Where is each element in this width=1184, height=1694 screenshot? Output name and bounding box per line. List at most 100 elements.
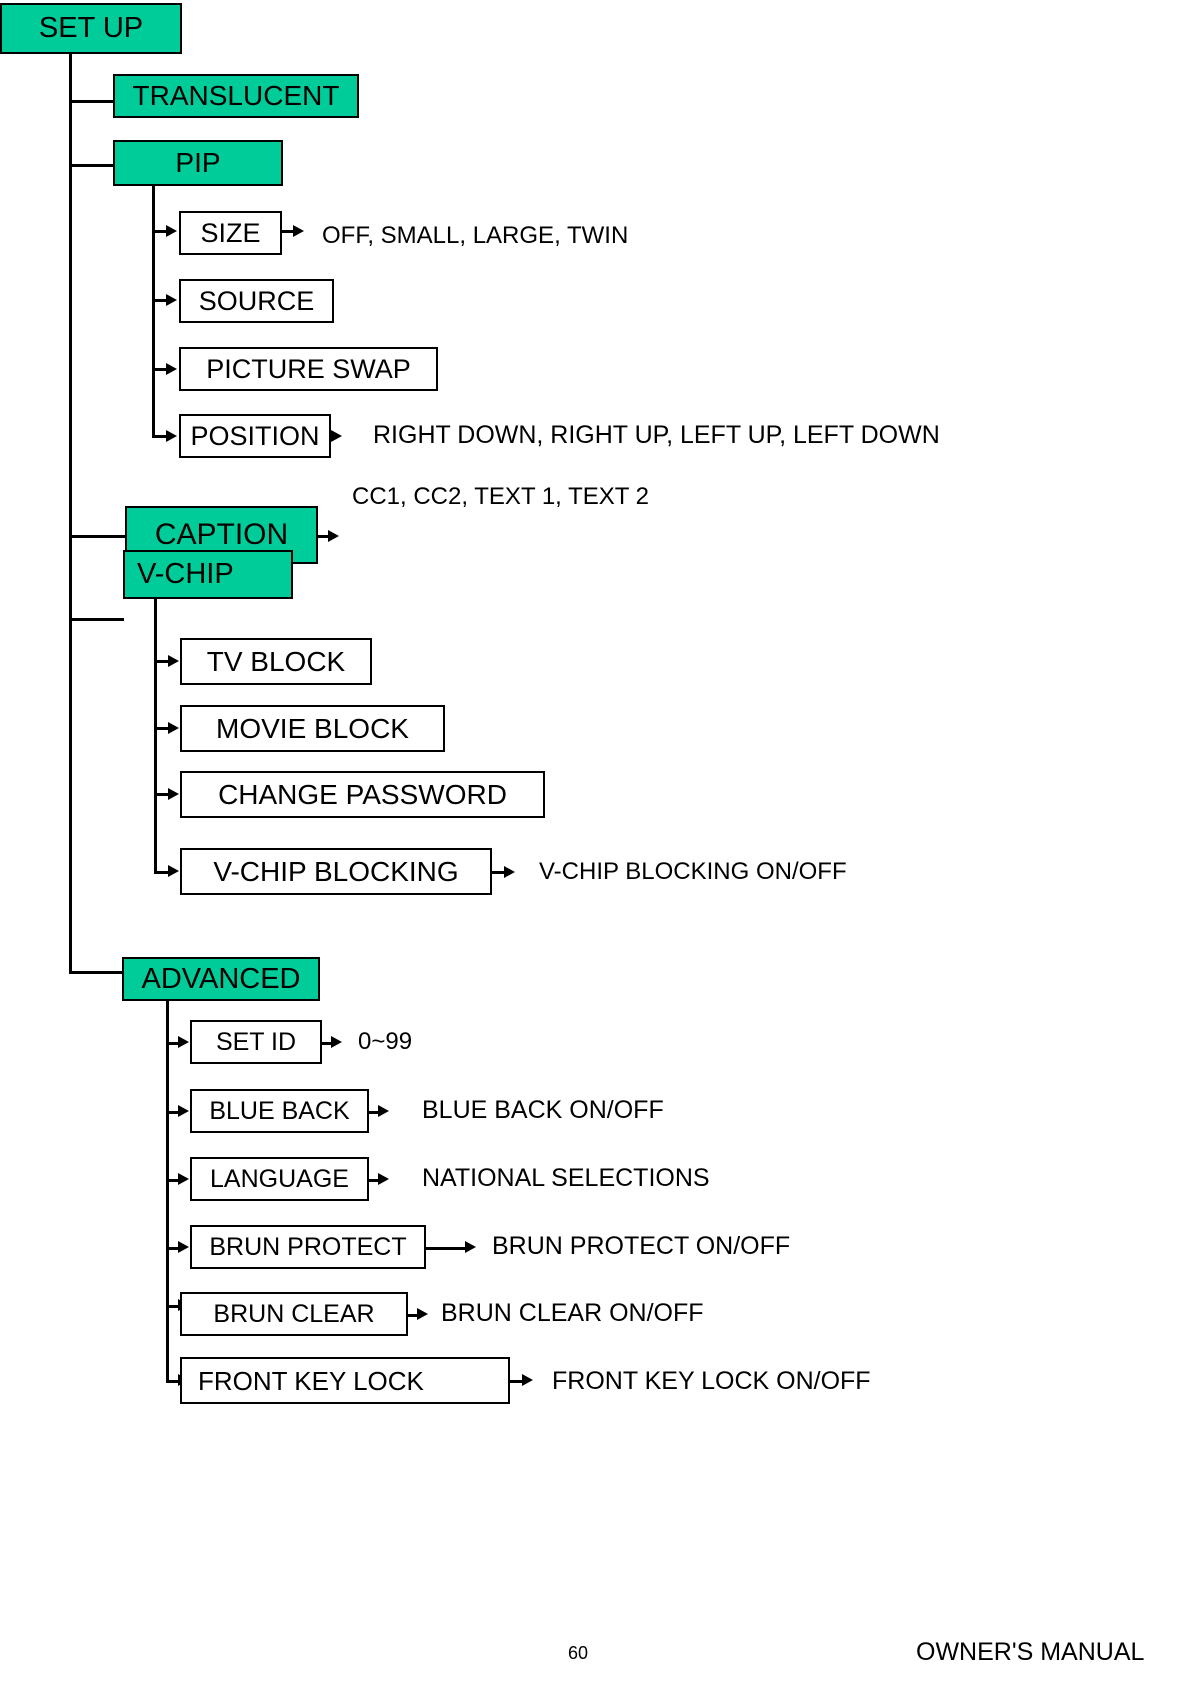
arrow-icon-caption-options bbox=[328, 530, 339, 542]
arrow-icon-vchip-blocking bbox=[168, 865, 179, 877]
node-advanced-set-id-label: SET ID bbox=[215, 1027, 297, 1056]
advanced-connector-brun-clear bbox=[166, 1305, 181, 1308]
pip-connector-position bbox=[152, 435, 169, 438]
page-number: 60 bbox=[568, 1643, 589, 1663]
node-set-up[interactable]: SET UP bbox=[0, 3, 182, 54]
arrow-icon-advanced-front-key-lock-options bbox=[522, 1374, 533, 1386]
node-vchip-movie-block[interactable]: MOVIE BLOCK bbox=[180, 705, 445, 752]
vchip-connector-movie-block bbox=[154, 727, 171, 730]
node-vchip-label: V-CHIP bbox=[137, 558, 234, 590]
pip-connector-source bbox=[152, 299, 169, 302]
arrow-icon-advanced-language bbox=[178, 1173, 189, 1185]
arrow-icon-advanced-brun-protect-options bbox=[465, 1241, 476, 1253]
advanced-brun-protect-option-connector bbox=[426, 1247, 468, 1250]
node-vchip-blocking[interactable]: V-CHIP BLOCKING bbox=[180, 848, 492, 895]
node-advanced-brun-clear-label: BRUN CLEAR bbox=[213, 1299, 375, 1328]
advanced-blue-back-option-connector bbox=[369, 1111, 381, 1114]
options-advanced-blue-back: BLUE BACK ON/OFF bbox=[422, 1096, 664, 1124]
node-advanced[interactable]: ADVANCED bbox=[122, 957, 320, 1001]
node-advanced-brun-clear[interactable]: BRUN CLEAR bbox=[180, 1292, 408, 1336]
options-pip-position: RIGHT DOWN, RIGHT UP, LEFT UP, LEFT DOWN bbox=[373, 421, 940, 449]
trunk-branch-caption bbox=[69, 535, 126, 538]
advanced-language-option-connector bbox=[369, 1179, 381, 1182]
advanced-connector-blue-back bbox=[166, 1111, 181, 1114]
vchip-connector-change-password bbox=[154, 793, 171, 796]
node-translucent[interactable]: TRANSLUCENT bbox=[113, 74, 359, 118]
options-advanced-front-key-lock: FRONT KEY LOCK ON/OFF bbox=[552, 1367, 871, 1395]
arrow-icon-pip-picture-swap bbox=[166, 363, 177, 375]
options-advanced-brun-protect: BRUN PROTECT ON/OFF bbox=[492, 1232, 791, 1260]
arrow-icon-advanced-brun-clear-options bbox=[417, 1308, 428, 1320]
owners-manual-label: OWNER'S MANUAL bbox=[916, 1638, 1145, 1666]
advanced-brun-clear-option-connector bbox=[408, 1314, 420, 1317]
arrow-icon-vchip-movie-block bbox=[168, 722, 179, 734]
arrow-icon-advanced-blue-back-options bbox=[378, 1105, 389, 1117]
node-vchip-change-password[interactable]: CHANGE PASSWORD bbox=[180, 771, 545, 818]
node-pip-size-label: SIZE bbox=[200, 217, 261, 248]
options-advanced-set-id: 0~99 bbox=[358, 1028, 413, 1055]
node-pip-picture-swap-label: PICTURE SWAP bbox=[206, 353, 411, 384]
node-pip-size[interactable]: SIZE bbox=[179, 211, 282, 255]
node-vchip-tv-block[interactable]: TV BLOCK bbox=[180, 638, 372, 685]
advanced-child-vertical bbox=[166, 1001, 169, 1380]
node-pip[interactable]: PIP bbox=[113, 140, 283, 186]
advanced-connector-brun-protect bbox=[166, 1247, 181, 1250]
vchip-connector-tv-block bbox=[154, 660, 171, 663]
advanced-connector-set-id bbox=[166, 1042, 181, 1045]
arrow-icon-vchip-tv-block bbox=[168, 655, 179, 667]
node-advanced-brun-protect[interactable]: BRUN PROTECT bbox=[190, 1225, 426, 1269]
arrow-icon-advanced-set-id-options bbox=[331, 1036, 342, 1048]
pip-child-vertical bbox=[152, 186, 155, 437]
node-pip-label: PIP bbox=[175, 147, 221, 178]
node-advanced-set-id[interactable]: SET ID bbox=[190, 1020, 322, 1064]
node-advanced-blue-back[interactable]: BLUE BACK bbox=[190, 1089, 369, 1133]
node-pip-source[interactable]: SOURCE bbox=[179, 279, 334, 323]
advanced-set-id-option-connector bbox=[322, 1042, 334, 1045]
options-advanced-brun-clear: BRUN CLEAR ON/OFF bbox=[441, 1299, 704, 1327]
arrow-icon-advanced-language-options bbox=[378, 1173, 389, 1185]
options-advanced-language: NATIONAL SELECTIONS bbox=[422, 1164, 710, 1192]
node-vchip-blocking-label: V-CHIP BLOCKING bbox=[213, 855, 459, 887]
node-pip-picture-swap[interactable]: PICTURE SWAP bbox=[179, 347, 438, 391]
node-set-up-label: SET UP bbox=[38, 12, 144, 44]
node-advanced-label: ADVANCED bbox=[141, 962, 301, 995]
trunk-vertical-main bbox=[69, 54, 72, 974]
options-vchip-blocking: V-CHIP BLOCKING ON/OFF bbox=[539, 858, 847, 885]
pip-connector-picture-swap bbox=[152, 368, 169, 371]
node-vchip-movie-block-label: MOVIE BLOCK bbox=[216, 712, 409, 744]
arrow-icon-vchip-blocking-options bbox=[504, 866, 515, 878]
arrow-icon-vchip-change-password bbox=[168, 788, 179, 800]
arrow-icon-advanced-set-id bbox=[178, 1036, 189, 1048]
trunk-branch-vchip bbox=[69, 618, 124, 621]
arrow-icon-pip-source bbox=[166, 294, 177, 306]
node-advanced-language-label: LANGUAGE bbox=[210, 1164, 349, 1193]
node-vchip-change-password-label: CHANGE PASSWORD bbox=[218, 778, 507, 810]
node-vchip-tv-block-label: TV BLOCK bbox=[206, 645, 346, 677]
trunk-branch-advanced bbox=[69, 971, 123, 974]
node-pip-position[interactable]: POSITION bbox=[179, 414, 331, 458]
vchip-child-vertical bbox=[154, 599, 157, 872]
node-advanced-front-key-lock[interactable]: FRONT KEY LOCK bbox=[180, 1357, 510, 1404]
options-pip-size: OFF, SMALL, LARGE, TWIN bbox=[322, 222, 629, 249]
caption-option-connector bbox=[318, 535, 331, 538]
advanced-front-key-lock-option-connector bbox=[510, 1380, 525, 1383]
pip-connector-size bbox=[152, 230, 169, 233]
node-translucent-label: TRANSLUCENT bbox=[132, 80, 340, 111]
trunk-branch-translucent bbox=[69, 100, 125, 103]
trunk-branch-pip bbox=[69, 164, 125, 167]
node-caption-label: CAPTION bbox=[154, 518, 289, 551]
advanced-connector-language bbox=[166, 1179, 181, 1182]
node-advanced-blue-back-label: BLUE BACK bbox=[209, 1096, 350, 1125]
vchip-connector-blocking bbox=[154, 871, 171, 874]
arrow-icon-advanced-blue-back bbox=[178, 1105, 189, 1117]
node-advanced-front-key-lock-label: FRONT KEY LOCK bbox=[198, 1365, 424, 1396]
node-advanced-language[interactable]: LANGUAGE bbox=[190, 1157, 369, 1201]
pip-size-option-connector bbox=[282, 230, 296, 233]
options-caption: CC1, CC2, TEXT 1, TEXT 2 bbox=[352, 483, 649, 510]
arrow-icon-pip-size-options bbox=[293, 225, 304, 237]
node-pip-source-label: SOURCE bbox=[198, 285, 315, 316]
node-vchip[interactable]: V-CHIP bbox=[123, 550, 293, 599]
node-advanced-brun-protect-label: BRUN PROTECT bbox=[209, 1232, 407, 1261]
arrow-icon-pip-position bbox=[166, 430, 177, 442]
